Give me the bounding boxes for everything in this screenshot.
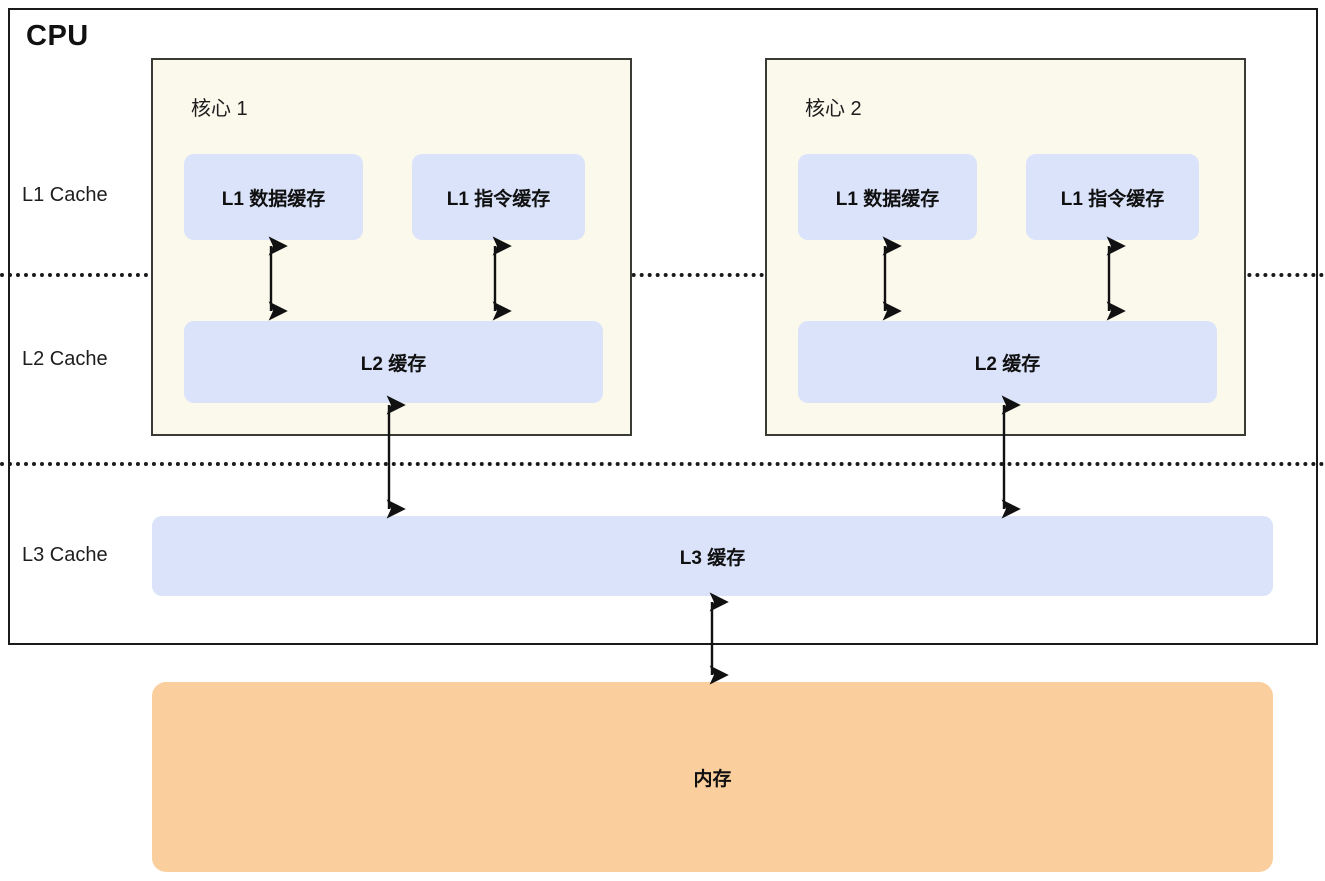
- core-1-title: 核心 1: [191, 98, 248, 120]
- core-2-l2-cache: L2 缓存: [798, 321, 1217, 403]
- core-2-l1-data-cache: L1 数据缓存: [798, 154, 977, 240]
- memory-block: 内存: [152, 682, 1273, 872]
- core-2-container: 核心 2 L1 数据缓存 L1 指令缓存 L2 缓存: [765, 58, 1246, 436]
- core-2-l1-instruction-cache: L1 指令缓存: [1026, 154, 1199, 240]
- level-divider-l2-l3: [0, 462, 1325, 466]
- core-2-title: 核心 2: [805, 98, 862, 120]
- core-1-container: 核心 1 L1 数据缓存 L1 指令缓存 L2 缓存: [151, 58, 632, 436]
- core-1-l2-cache: L2 缓存: [184, 321, 603, 403]
- level-label-l1: L1 Cache: [22, 184, 108, 206]
- cpu-title: CPU: [26, 20, 89, 52]
- core-1-l1-instruction-cache: L1 指令缓存: [412, 154, 585, 240]
- l3-cache-block: L3 缓存: [152, 516, 1273, 596]
- level-divider-l1-l2: [0, 273, 1325, 277]
- core-1-l1-data-cache: L1 数据缓存: [184, 154, 363, 240]
- level-label-l3: L3 Cache: [22, 544, 108, 566]
- level-label-l2: L2 Cache: [22, 348, 108, 370]
